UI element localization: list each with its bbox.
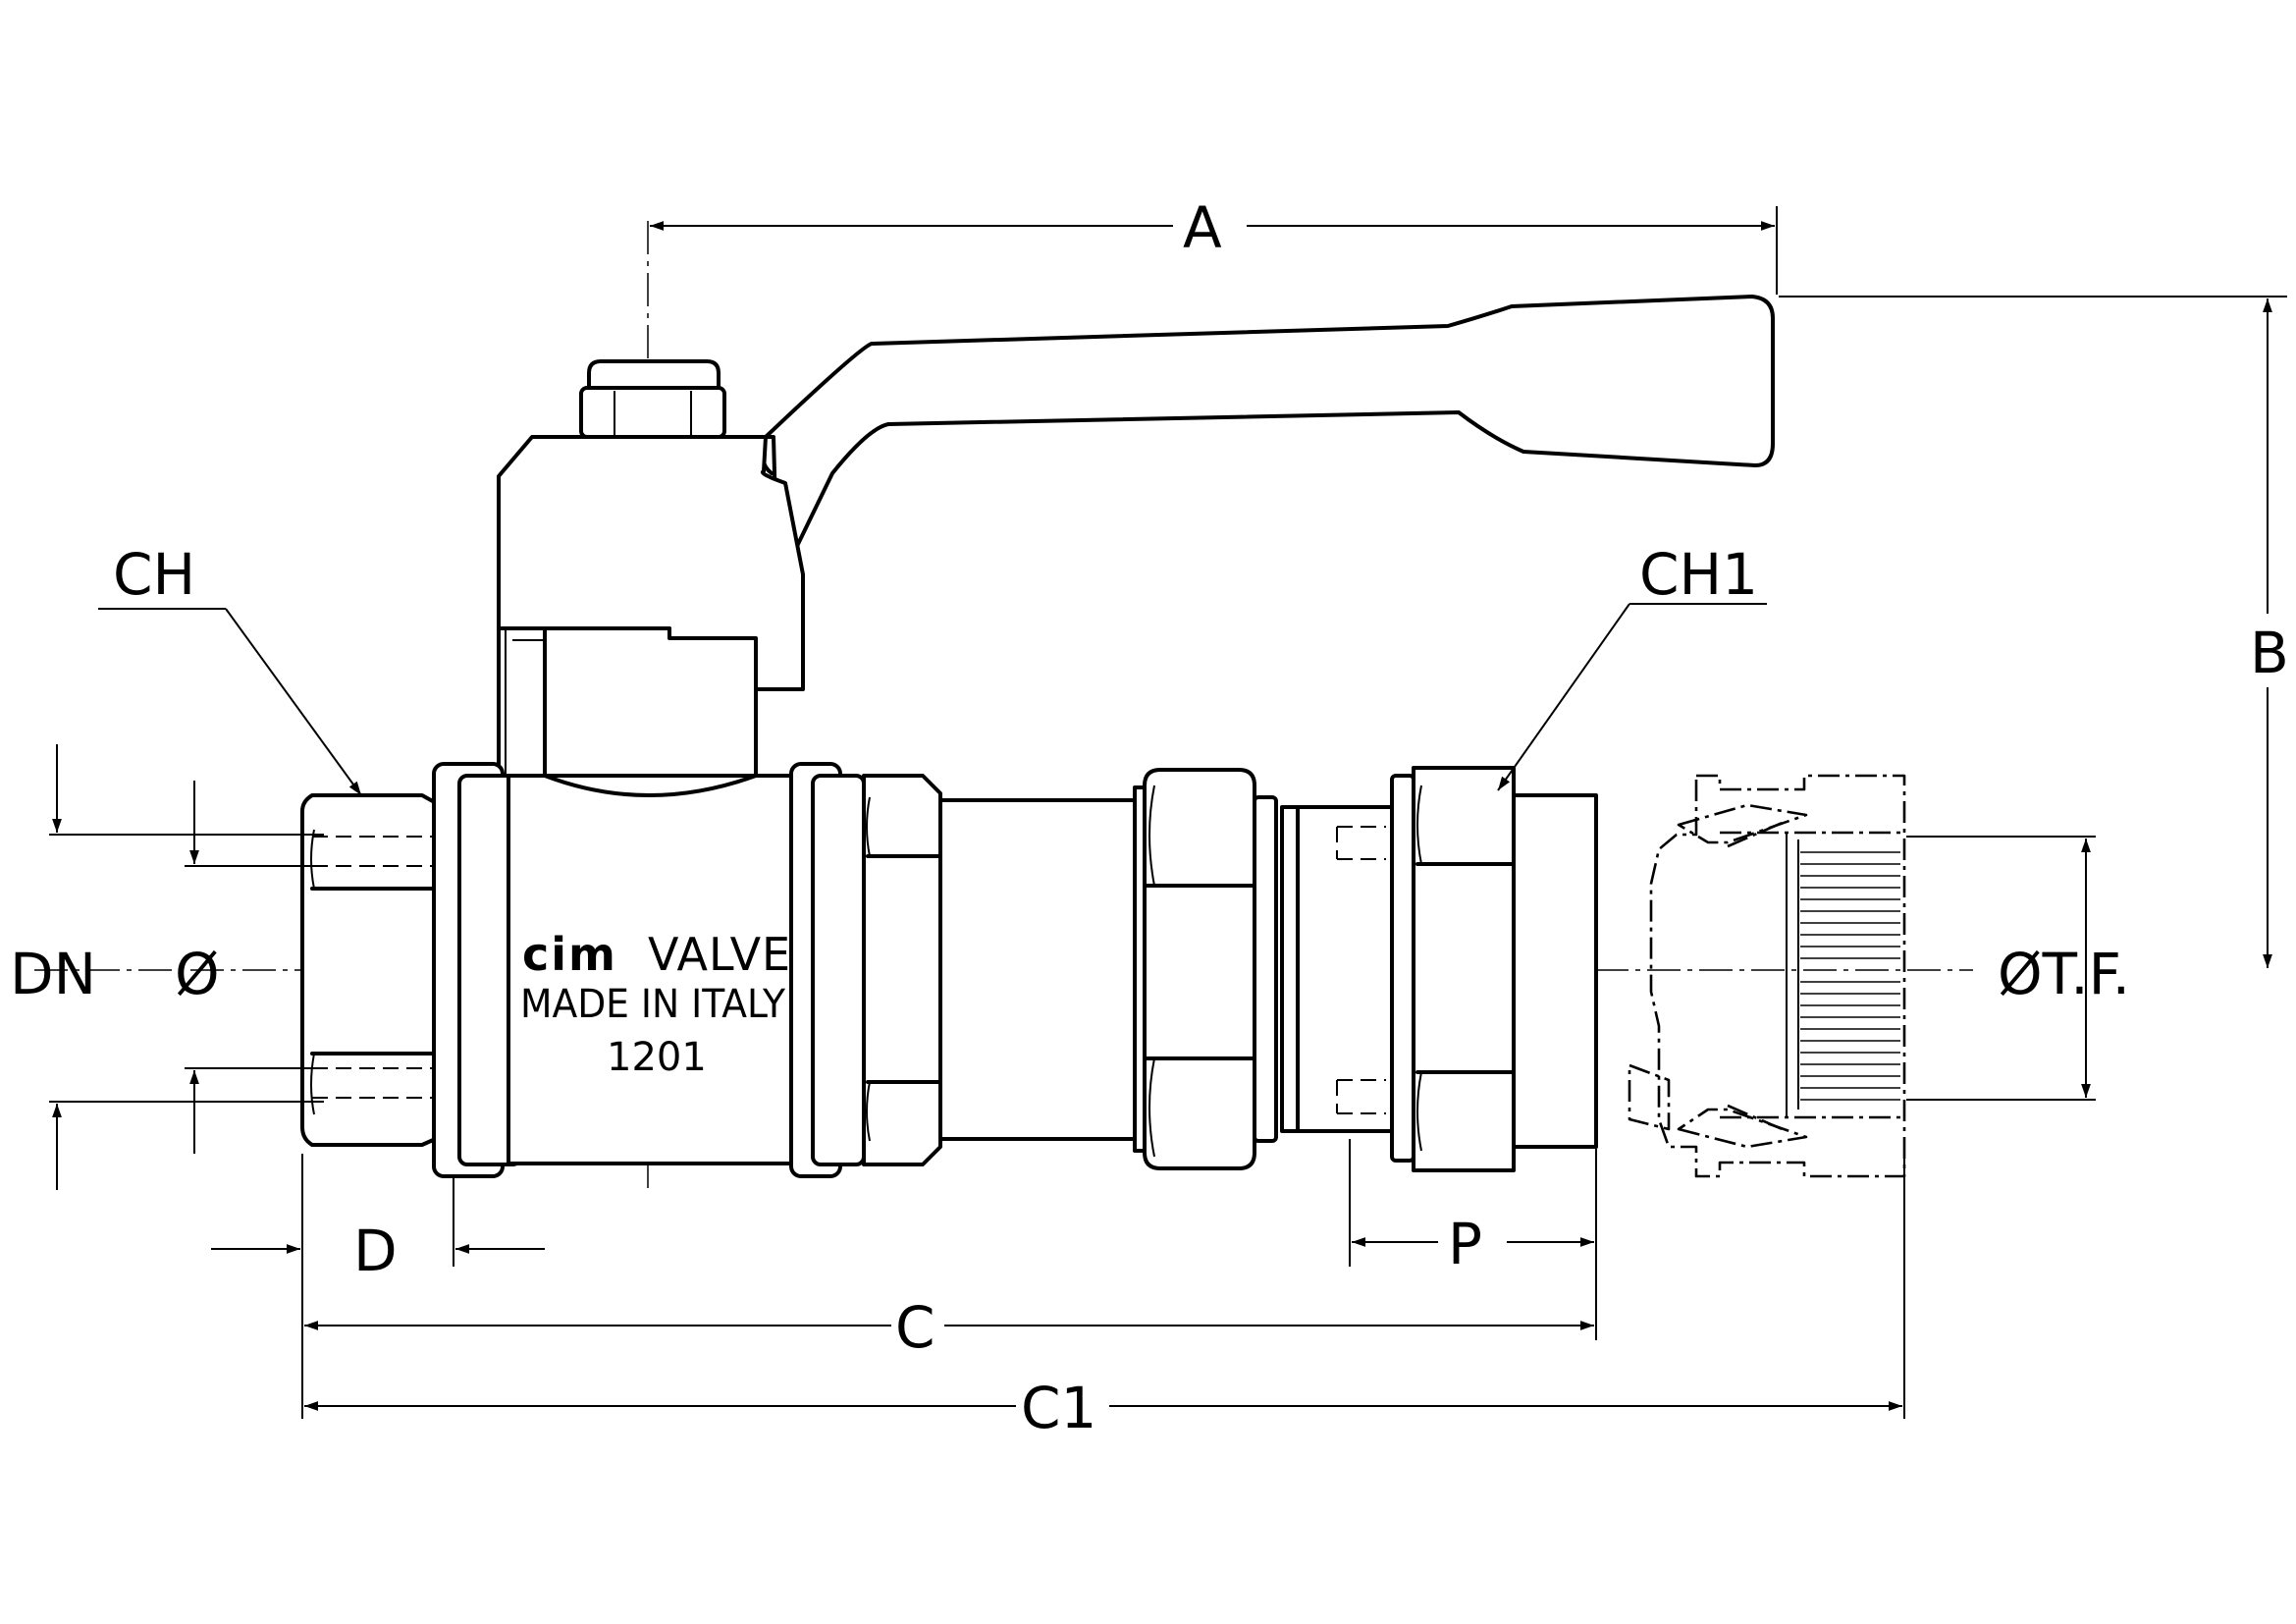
body-marking: cim VALVE MADE IN ITALY 1201 xyxy=(520,928,791,1080)
marking-brand-cim: cim xyxy=(522,928,617,981)
union-collar xyxy=(1280,805,1394,1133)
label-ch1: CH1 xyxy=(1639,541,1758,608)
extension-lines xyxy=(49,206,2287,1419)
label-diameter-tf: ØT.F. xyxy=(1998,941,2130,1007)
union-nut xyxy=(1133,768,1278,1170)
left-female-end xyxy=(300,793,472,1147)
label-p: P xyxy=(1448,1211,1482,1277)
dimension-labels: A B C C1 D P CH CH1 DN Ø ØT.F. xyxy=(10,194,2289,1441)
dimension-lines xyxy=(52,221,2272,1411)
label-c: C xyxy=(895,1294,935,1361)
label-ch: CH xyxy=(113,541,195,608)
marking-origin: MADE IN ITALY xyxy=(520,982,786,1027)
label-a: A xyxy=(1183,194,1222,261)
adapter-thread xyxy=(1800,851,1900,1101)
lever-hub xyxy=(497,435,805,778)
label-b: B xyxy=(2250,620,2289,686)
right-union-hex xyxy=(1390,766,1598,1172)
label-d: D xyxy=(353,1218,398,1284)
right-hex-section xyxy=(862,774,1137,1166)
stem-nut xyxy=(579,359,726,439)
label-c1: C1 xyxy=(1021,1375,1096,1441)
lever-handle xyxy=(760,295,1775,581)
marking-model: 1201 xyxy=(607,1035,707,1080)
detached-adapter xyxy=(1628,774,1906,1178)
leaders xyxy=(98,603,1767,796)
label-diameter: Ø xyxy=(175,941,220,1007)
valve-body xyxy=(432,762,866,1178)
marking-brand-valve: VALVE xyxy=(648,928,791,981)
label-dn: DN xyxy=(10,941,96,1007)
